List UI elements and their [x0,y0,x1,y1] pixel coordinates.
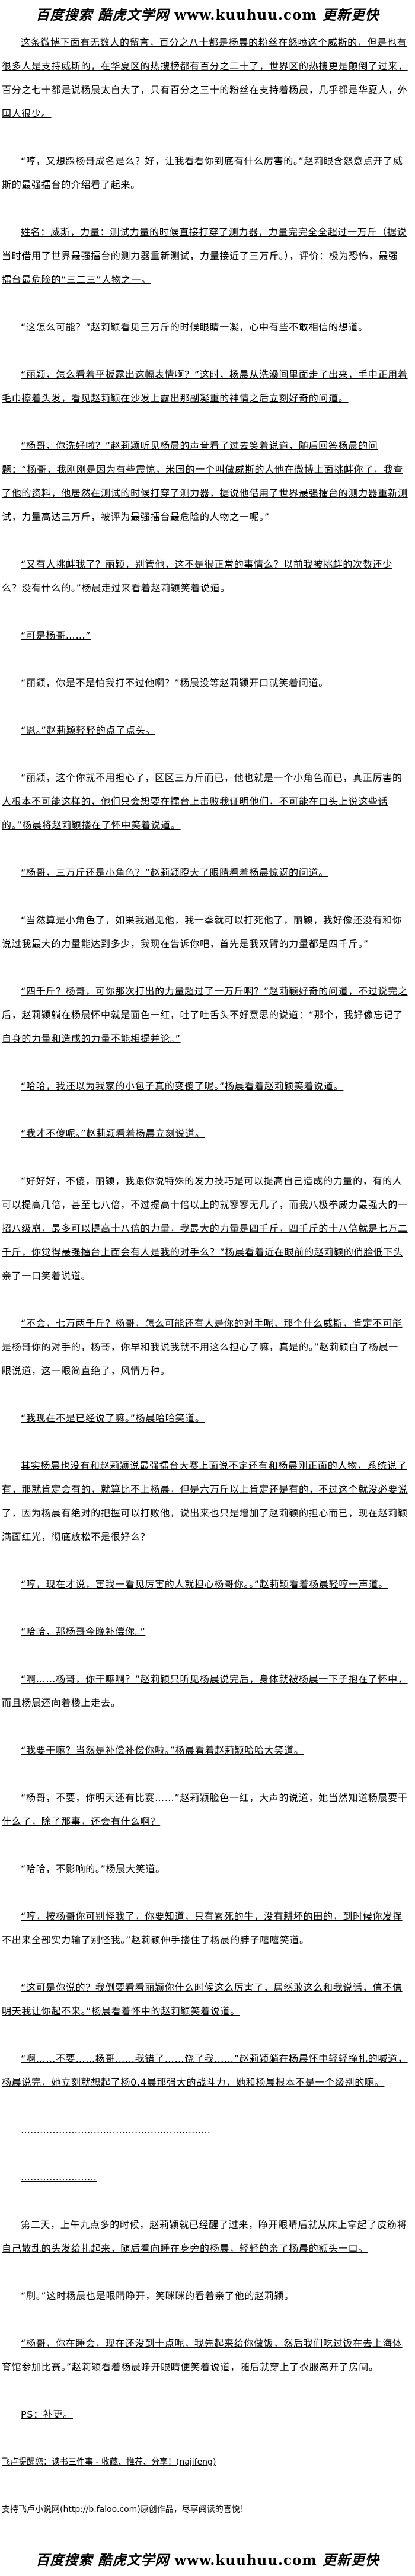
paragraph-text: …………………………………………………… [21,2124,210,2135]
paragraph-text: “丽颖，这个你就不用担心了，区区三万斤而已，他也就是一个小角色而已，真正厉害的人… [2,772,403,831]
story-paragraph: “杨哥，你在睡会，现在还没到十点呢，我先起来给你做饭，然后我们吃过饭在去上海体育… [2,2332,408,2379]
paragraph-text: “恩。”赵莉颖轻轻的点了点头。 [21,725,156,736]
story-paragraph: “杨哥，你洗好啦？”赵莉颖听见杨晨的声音看了过去笑着说道，随后回答杨晨的问题：“… [2,434,408,529]
story-paragraph: “杨哥，三万斤还是小角色？”赵莉颖瞪大了眼睛看着杨晨惊讶的问道。 [2,861,408,885]
logo-text-right: 更新更快 [322,7,379,23]
logo-url: www.kuuhuu.com [174,2552,317,2568]
paragraph-text: “哼，又想踩杨哥成名是么？好，让我看看你到底有什么厉害的。”赵莉眼含怒意点开了威… [2,155,403,190]
paragraph-text: …………………… [21,2172,97,2183]
logo-url: www.kuuhuu.com [174,7,317,23]
story-paragraph: “丽颖，怎么看着平板露出这幅表情啊？”这时，杨晨从洗澡间里面走了出来，手中正用着… [2,363,408,410]
story-paragraph: “哈哈，不影响的。”杨晨大笑道。 [2,1857,408,1881]
paragraph-text: “这怎么可能？”赵莉颖看见三万斤的时候眼睛一凝，心中有些不敢相信的想道。 [21,321,368,333]
paragraph-text: “啊……杨哥，你干嘛啊？”赵莉颖只听见杨晨说完后，身体就被杨晨一下子抱在了怀中，… [2,1673,408,1708]
story-paragraph: 姓名：威斯，力量：测试力量的时候直接打穿了测力器，力量完完全全超过一万斤（据说当… [2,221,408,292]
logo-text-left: 百度搜索 酷虎文学网 [36,2552,170,2568]
paragraph-text: PS：补更。 [21,2409,74,2420]
paragraph-text: “我才不傻呢。”赵莉颖看着杨晨立刻说道。 [21,1128,205,1139]
footer-reminder-text: 飞卢提醒您：读书三件事 - 收藏、推荐、分享！(najifeng) [2,2457,216,2467]
story-paragraph: PS：补更。 [2,2403,408,2427]
story-paragraph: 第二天，上午九点多的时候，赵莉颖就已经醒了过来，睁开眼睛后就从床上拿起了皮筋将自… [2,2213,408,2261]
paragraph-text: “我现在不是已经说了嘛。”杨晨哈哈笑道。 [21,1413,205,1424]
paragraph-text: “不会，七万两千斤？杨哥，怎么可能还有人是你的对手呢，那个什么威斯，肯定不可能是… [2,1318,403,1376]
paragraph-text: 其实杨晨也没有和赵莉颖说最强擂台大赛上面说不定还有和杨晨刚正面的人物，系统说了有… [2,1460,408,1542]
story-paragraph: “我要干嘛？当然是补偿补偿你啦。”杨晨看着赵莉颖哈哈大笑道。 [2,1739,408,1762]
site-logo-bottom: 百度搜索 酷虎文学网 www.kuuhuu.com 更新更快 [0,2545,415,2576]
footer-support-link[interactable]: 支持飞卢小说网(http://b.faloo.com)原创作品，尽享阅读的喜悦！ [2,2505,248,2514]
section-divider: …………………………………………………… [2,2118,408,2142]
story-paragraph: “当然算是小角色了，如果我遇见他，我一拳就可以打死他了，丽颖，我好像还没有和你说… [2,908,408,956]
story-paragraph: “这可是你说的？我倒要看看丽颖你什么时候这么厉害了，居然敢这么和我说话，信不信明… [2,1976,408,2023]
paragraph-text: “当然算是小角色了，如果我遇见他，我一拳就可以打死他了，丽颖，我好像还没有和你说… [2,914,403,949]
story-paragraph: “丽颖，这个你就不用担心了，区区三万斤而已，他也就是一个小角色而已，真正厉害的人… [2,766,408,837]
footer-support[interactable]: 支持飞卢小说网(http://b.faloo.com)原创作品，尽享阅读的喜悦！ [2,2498,415,2521]
footer-reminder: 飞卢提醒您：读书三件事 - 收藏、推荐、分享！(najifeng) [2,2450,415,2474]
site-logo-top: 百度搜索 酷虎文学网 www.kuuhuu.com 更新更快 [0,0,415,31]
story-paragraph: “哈哈，我还以为我家的小包子真的变傻了呢。”杨晨看着赵莉颖笑着说道。 [2,1075,408,1098]
story-paragraph: 这条微博下面有无数人的留言，百分之八十都是杨晨的粉丝在怒喷这个威斯的，但是也有很… [2,31,408,126]
paragraph-text: “哼，现在才说，害我一看见厉害的人就担心杨哥你。。”赵莉颖看着杨晨轻哼一声道。 [21,1579,388,1590]
paragraph-text: “四千斤？杨哥，可你那次打出的力量超过了一万斤啊？”赵莉颖好奇的问道，不过说完之… [2,986,408,1044]
paragraph-text: “哈哈，我还以为我家的小包子真的变傻了呢。”杨晨看着赵莉颖笑着说道。 [21,1080,344,1092]
story-paragraph: “可是杨哥……” [2,624,408,648]
paragraph-text: “哈哈，那杨哥今晚补偿你。” [21,1626,146,1637]
paragraph-text: “这可是你说的？我倒要看看丽颖你什么时候这么厉害了，居然敢这么和我说话，信不信明… [2,1982,403,2017]
story-paragraph: “我现在不是已经说了嘛。”杨晨哈哈笑道。 [2,1407,408,1430]
section-divider: …………………… [2,2166,408,2189]
story-paragraph: 其实杨晨也没有和赵莉颖说最强擂台大赛上面说不定还有和杨晨刚正面的人物，系统说了有… [2,1454,408,1549]
story-paragraph: “好好好，不傻，丽颖，我跟你说特殊的发力技巧是可以提高自己造成的力量的，有的人可… [2,1169,408,1288]
paragraph-text: “好好好，不傻，丽颖，我跟你说特殊的发力技巧是可以提高自己造成的力量的，有的人可… [2,1175,408,1281]
paragraph-text: “可是杨哥……” [21,630,91,641]
logo-text-left: 百度搜索 酷虎文学网 [36,7,170,23]
story-paragraph: “哼，又想踩杨哥成名是么？好，让我看看你到底有什么厉害的。”赵莉眼含怒意点开了威… [2,149,408,197]
paragraph-text: “哈哈，不影响的。”杨晨大笑道。 [21,1863,165,1874]
paragraph-text: “丽颖，你是不是怕我打不过他啊？”杨晨没等赵莉颖开口就笑着问道。 [21,677,328,688]
story-paragraph: “丽颖，你是不是怕我打不过他啊？”杨晨没等赵莉颖开口就笑着问道。 [2,671,408,695]
paragraph-text: 第二天，上午九点多的时候，赵莉颖就已经醒了过来，睁开眼睛后就从床上拿起了皮筋将自… [2,2219,407,2254]
paragraph-text: “刷。”这时杨晨也是眼睛睁开，笑眯眯的看着亲了他的赵莉颖。 [21,2290,294,2301]
story-paragraph: “我才不傻呢。”赵莉颖看着杨晨立刻说道。 [2,1122,408,1146]
paragraph-text: “杨哥，三万斤还是小角色？”赵莉颖瞪大了眼睛看着杨晨惊讶的问道。 [21,867,328,878]
story-paragraph: “哈哈，那杨哥今晚补偿你。” [2,1620,408,1644]
paragraph-text: “啊……不要……杨哥……我错了……饶了我……”赵莉颖躺在杨晨怀中轻轻挣扎的喊道，… [2,2053,408,2088]
paragraph-text: 姓名：威斯，力量：测试力量的时候直接打穿了测力器，力量完完全全超过一万斤（据说当… [2,227,407,285]
paragraph-text: “杨哥，不要，你明天还有比赛……”赵莉颖脸色一红，大声的说道，她当然知道杨晨要干… [2,1792,408,1827]
story-paragraph: “啊……不要……杨哥……我错了……饶了我……”赵莉颖躺在杨晨怀中轻轻挣扎的喊道，… [2,2047,408,2094]
paragraph-text: “我要干嘛？当然是补偿补偿你啦。”杨晨看着赵莉颖哈哈大笑道。 [21,1745,304,1756]
story-paragraph: “哼，现在才说，害我一看见厉害的人就担心杨哥你。。”赵莉颖看着杨晨轻哼一声道。 [2,1573,408,1596]
story-paragraph: “啊……杨哥，你干嘛啊？”赵莉颖只听见杨晨说完后，身体就被杨晨一下子抱在了怀中，… [2,1668,408,1715]
chapter-content: 这条微博下面有无数人的留言，百分之八十都是杨晨的粉丝在怒喷这个威斯的，但是也有很… [0,31,415,2427]
paragraph-text: “杨哥，你在睡会，现在还没到十点呢，我先起来给你做饭，然后我们吃过饭在去上海体育… [2,2338,403,2373]
story-paragraph: “又有人挑衅我了？丽颖，别管他，这不是很正常的事情么？以前我被挑衅的次数还少么？… [2,553,408,600]
paragraph-text: “哼，按杨哥你可别怪我了，你要知道，只有累死的牛，没有耕坏的田的，到时候你发挥不… [2,1911,403,1946]
story-paragraph: “哼，按杨哥你可别怪我了，你要知道，只有累死的牛，没有耕坏的田的，到时候你发挥不… [2,1905,408,1952]
story-paragraph: “恩。”赵莉颖轻轻的点了点头。 [2,719,408,742]
paragraph-text: “丽颖，怎么看着平板露出这幅表情啊？”这时，杨晨从洗澡间里面走了出来，手中正用着… [2,369,408,404]
paragraph-text: “又有人挑衅我了？丽颖，别管他，这不是很正常的事情么？以前我被挑衅的次数还少么？… [2,559,392,594]
story-paragraph: “不会，七万两千斤？杨哥，怎么可能还有人是你的对手呢，那个什么威斯，肯定不可能是… [2,1312,408,1383]
paragraph-text: “杨哥，你洗好啦？”赵莉颖听见杨晨的声音看了过去笑着说道，随后回答杨晨的问题：“… [2,440,408,522]
story-paragraph: “杨哥，不要，你明天还有比赛……”赵莉颖脸色一红，大声的说道，她当然知道杨晨要干… [2,1786,408,1834]
story-paragraph: “刷。”这时杨晨也是眼睛睁开，笑眯眯的看着亲了他的赵莉颖。 [2,2284,408,2308]
logo-text-right: 更新更快 [322,2552,379,2568]
story-paragraph: “四千斤？杨哥，可你那次打出的力量超过了一万斤啊？”赵莉颖好奇的问道，不过说完之… [2,980,408,1051]
paragraph-text: 这条微博下面有无数人的留言，百分之八十都是杨晨的粉丝在怒喷这个威斯的，但是也有很… [2,37,408,119]
story-paragraph: “这怎么可能？”赵莉颖看见三万斤的时候眼睛一凝，心中有些不敢相信的想道。 [2,315,408,339]
